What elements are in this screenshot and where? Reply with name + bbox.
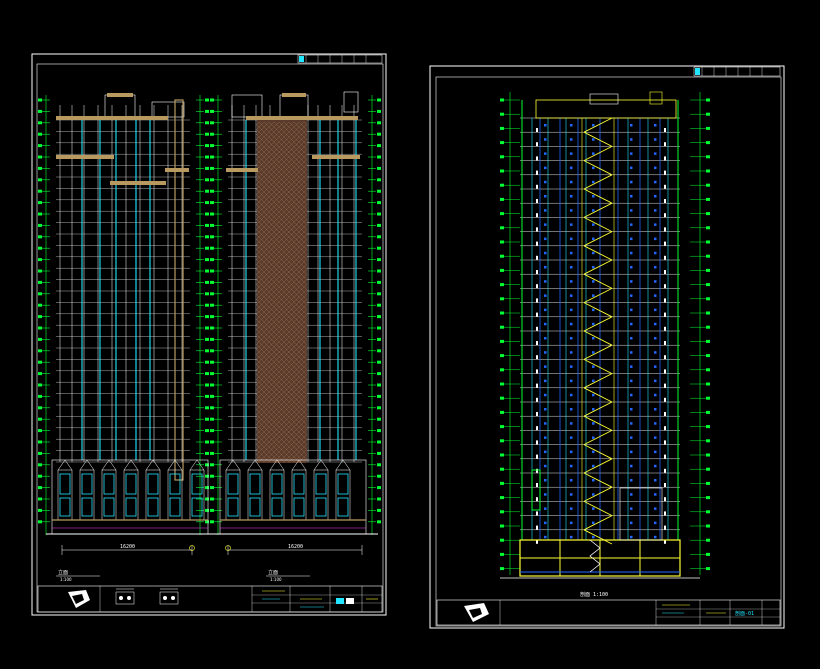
elevation-1-caption: 立面 [58, 569, 68, 576]
title-block-drawing-code: 剖面-01 [735, 610, 754, 617]
balcony-band-a-2 [110, 181, 166, 185]
title-block-right[interactable]: 剖面-01 [436, 599, 781, 626]
dimension-text-2: 16200 [288, 544, 303, 550]
podium-a [51, 459, 209, 535]
section-roof-parapet [649, 91, 663, 105]
cornice-band-a [56, 116, 168, 120]
title-block-left[interactable] [37, 585, 383, 613]
roof-parapet-b [343, 91, 359, 113]
elevation-b[interactable] [210, 91, 381, 535]
section-level-markers [500, 92, 710, 575]
section-roof-tower [589, 93, 619, 105]
balcony-band-b-2 [226, 168, 258, 172]
company-logo-icon-right [464, 603, 489, 622]
section-stair-flights [581, 117, 615, 545]
brick-hatch-pattern [256, 121, 307, 463]
sheet-elevations[interactable]: 16200 16200 立面 1:100 立面 1:100 [31, 53, 387, 616]
side-frame-a [174, 99, 184, 481]
section-basement [519, 469, 681, 577]
balcony-band-a-3 [165, 168, 189, 172]
elevation-2-scale: 1:100 [270, 577, 282, 582]
elevation-a[interactable] [38, 93, 209, 535]
sheet-section[interactable]: 剖面 1:100 剖面-01 [429, 65, 785, 629]
balcony-band-b-1 [312, 155, 360, 159]
roof-cap-b [282, 93, 306, 97]
sheet-right-outer-frame [429, 65, 785, 629]
elevation-a-columns [59, 105, 183, 462]
section-opening-markers [536, 124, 666, 544]
revision-strip-left [297, 54, 383, 64]
sheet-left-outer-frame [31, 53, 387, 616]
key-plan-icons [115, 588, 179, 605]
company-logo-icon [68, 590, 90, 608]
elevation-2-caption: 立面 [268, 569, 278, 576]
elevation-a-level-markers [38, 95, 209, 535]
section-roof-structure [535, 99, 677, 119]
brick-cladding-field [257, 118, 307, 463]
section-floor-slabs [520, 117, 680, 531]
dimension-text-1: 16200 [120, 544, 135, 550]
section-caption: 剖面 1:100 [580, 591, 608, 598]
elevation-1-scale: 1:100 [60, 577, 72, 582]
building-section[interactable] [500, 91, 710, 577]
balcony-band-a-1 [56, 155, 114, 159]
roof-cap-a [107, 93, 133, 97]
section-walls [521, 100, 679, 540]
elevation-b-level-markers [210, 95, 381, 535]
revision-strip-right [693, 66, 781, 77]
dimension-lines-left [61, 545, 363, 555]
cornice-band-b [246, 116, 358, 120]
sheet-right-inner-frame [435, 76, 782, 627]
